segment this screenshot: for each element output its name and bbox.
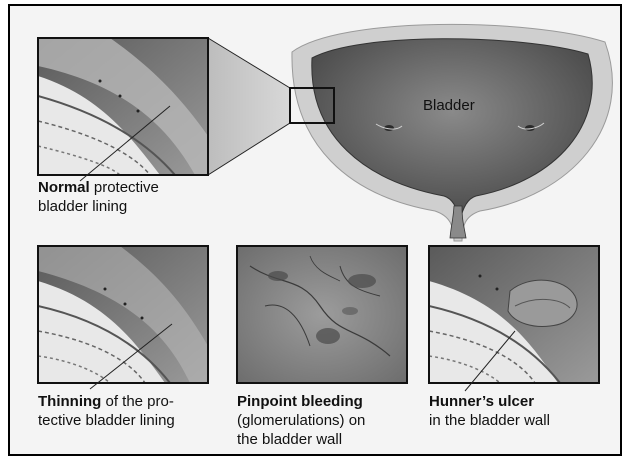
caption-thinning-line2: tective bladder lining	[38, 412, 175, 429]
caption-hunner-line2: in the bladder wall	[429, 412, 550, 429]
caption-pinpoint-line3: the bladder wall	[237, 431, 342, 448]
caption-thinning-bold: Thinning	[38, 393, 101, 410]
caption-hunner-bold: Hunner’s ulcer	[429, 393, 534, 410]
caption-normal-line2: bladder lining	[38, 198, 127, 215]
caption-normal-bold: Normal	[38, 179, 90, 196]
illustration-frame: Bladder Normal protective bladder lining…	[8, 4, 622, 456]
caption-pinpoint: Pinpoint bleeding (glomerulations) on th…	[237, 392, 365, 449]
zoom-cone	[208, 38, 290, 175]
caption-thinning: Thinning of the pro- tective bladder lin…	[38, 392, 175, 430]
caption-pinpoint-bold: Pinpoint bleeding	[237, 393, 363, 410]
panel-normal	[38, 38, 208, 175]
caption-normal: Normal protective bladder lining	[38, 178, 159, 216]
panel-hunner	[429, 246, 599, 383]
caption-hunner: Hunner’s ulcer in the bladder wall	[429, 392, 550, 430]
caption-normal-rest: protective	[90, 179, 159, 196]
caption-pinpoint-line2: (glomerulations) on	[237, 412, 365, 429]
caption-thinning-rest: of the pro-	[101, 393, 174, 410]
bladder-illustration	[10, 6, 622, 456]
bladder-label: Bladder	[423, 97, 475, 114]
bladder-interior	[312, 39, 592, 221]
panel-pinpoint	[237, 246, 407, 383]
